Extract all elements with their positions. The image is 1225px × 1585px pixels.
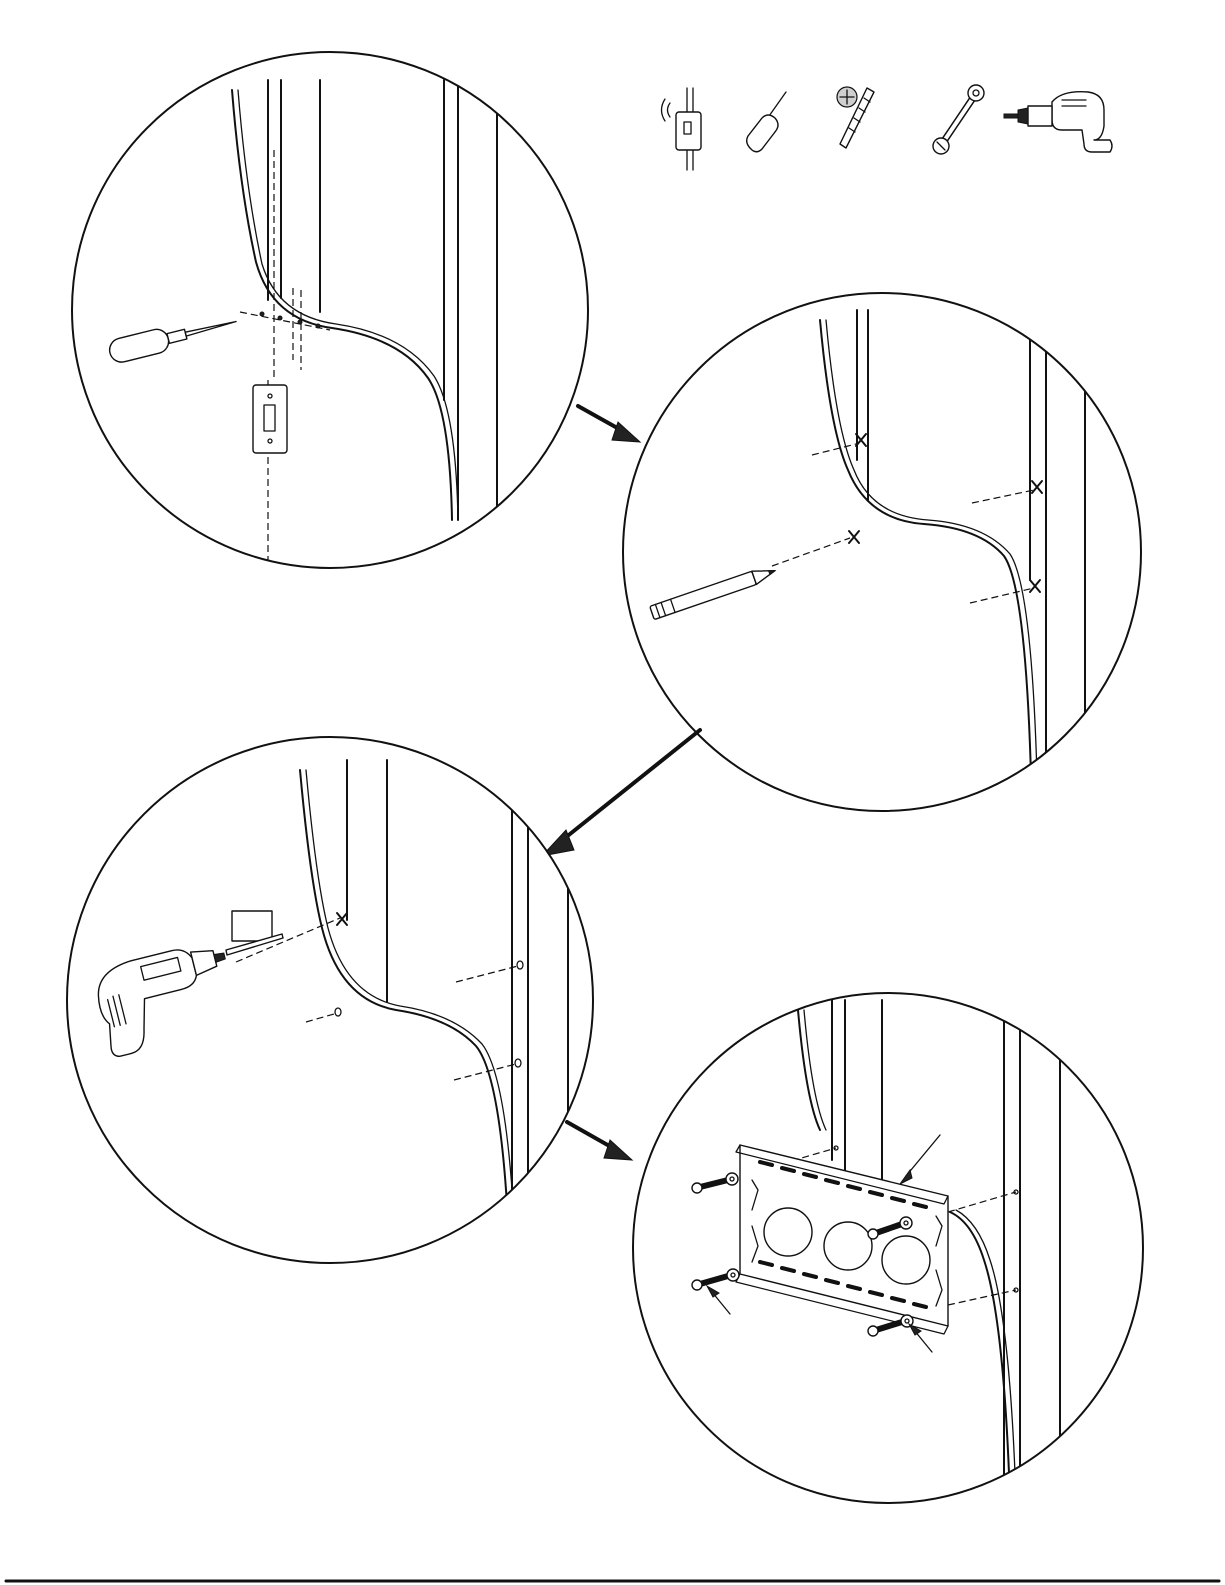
step-mark-holes xyxy=(623,293,1141,820)
step-locate-stud xyxy=(72,52,588,568)
drill-bit-icon xyxy=(837,87,874,148)
wrench-icon xyxy=(933,85,984,154)
step-arrow-2 xyxy=(542,730,700,856)
step-arrow-3 xyxy=(567,1122,632,1160)
tools-row xyxy=(662,85,1113,170)
power-drill-icon xyxy=(1004,92,1112,152)
step-arrow-1 xyxy=(578,406,640,442)
awl-icon xyxy=(747,92,786,152)
wall-switch-plate xyxy=(253,385,287,453)
step-drill-pilot-holes xyxy=(67,737,593,1270)
stud-finder-icon xyxy=(662,88,702,170)
step-attach-wall-plate xyxy=(633,993,1143,1503)
